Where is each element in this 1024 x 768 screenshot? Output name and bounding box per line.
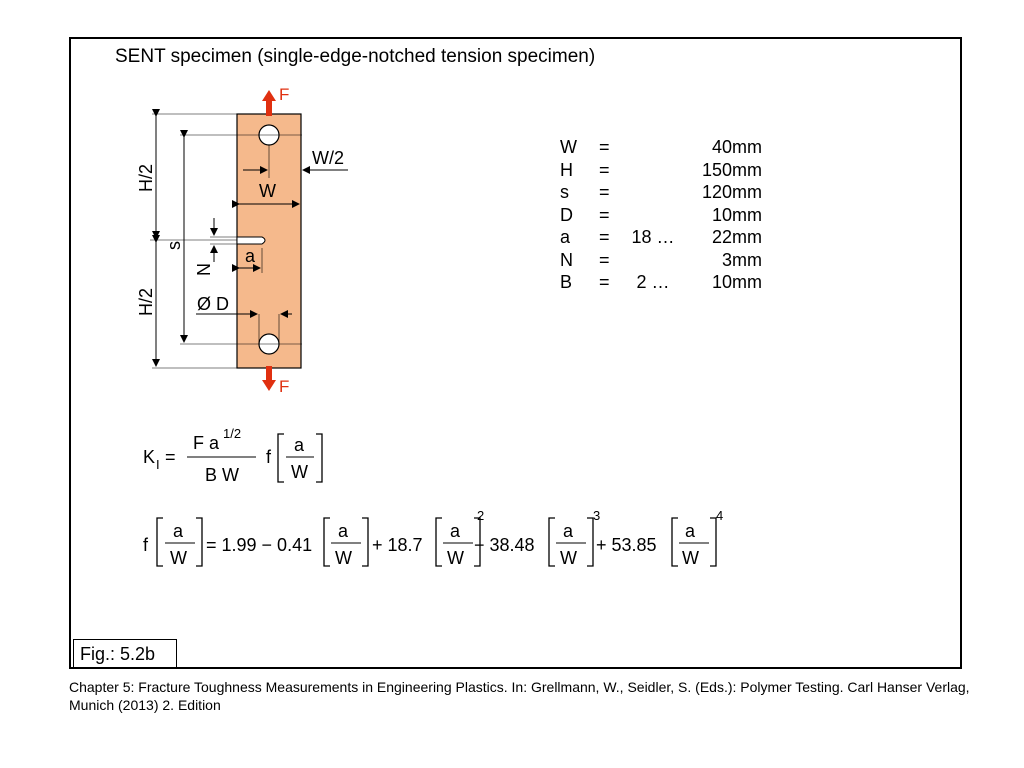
param-symbol: s	[560, 182, 569, 202]
label-n: N	[194, 263, 214, 276]
eq2-frac-den: W	[447, 548, 464, 568]
force-arrow-bottom	[262, 366, 276, 391]
label-h2-bottom: H/2	[136, 288, 156, 316]
param-value: 120	[701, 182, 732, 202]
eq2-bracket-left	[671, 517, 678, 567]
eq2-frac-num: a	[173, 521, 184, 541]
param-value: 10	[711, 204, 732, 225]
eq2-bracket-left	[323, 517, 330, 567]
eq2-bracket-right	[474, 517, 481, 567]
param-unit: mm	[732, 272, 762, 292]
param-unit: mm	[732, 137, 762, 157]
param-value: 40	[711, 137, 732, 157]
eq2-frac-num: a	[450, 521, 461, 541]
param-symbol: a	[560, 227, 571, 247]
force-label-bottom: F	[279, 377, 289, 396]
param-equals: =	[599, 227, 610, 247]
eq2-bracket-right	[196, 517, 203, 567]
eq1-equals: =	[165, 447, 176, 467]
label-d: Ø D	[197, 294, 229, 314]
eq1-frac-num: a	[294, 435, 305, 455]
eq1-frac-den: W	[291, 462, 308, 482]
stress-intensity-equation: K I = F a 1/2 B W f a W	[143, 426, 323, 485]
eq2-bracket-left	[156, 517, 163, 567]
param-unit: mm	[732, 227, 762, 247]
eq2-frac-den: W	[335, 548, 352, 568]
eq2-term3: + 53.85	[596, 535, 657, 555]
param-equals: =	[599, 249, 610, 270]
slide-frame	[69, 37, 962, 669]
param-unit: mm	[732, 159, 762, 180]
slide-title: SENT specimen (single-edge-notched tensi…	[115, 46, 596, 67]
force-arrow-top	[262, 90, 276, 116]
eq2-exponent: 2	[477, 508, 484, 523]
eq2-frac-den: W	[682, 548, 699, 568]
param-value: 22	[711, 227, 732, 247]
source-caption: Chapter 5: Fracture Toughness Measuremen…	[69, 679, 970, 713]
label-w2: W/2	[312, 148, 344, 168]
param-value: 3	[721, 249, 732, 270]
param-symbol: B	[560, 272, 573, 292]
eq1-numerator: F a	[193, 433, 220, 453]
eq2-frac-num: a	[338, 521, 349, 541]
eq2-frac-num: a	[685, 521, 696, 541]
eq2-term2: − 38.48	[474, 535, 535, 555]
label-w: W	[259, 181, 276, 201]
param-value: 150	[701, 159, 732, 180]
eq2-term1: + 18.7	[372, 535, 423, 555]
param-equals: =	[599, 182, 610, 202]
param-equals: =	[599, 137, 610, 157]
eq1-numerator-sup: 1/2	[223, 426, 241, 441]
figure-label: Fig.: 5.2b	[73, 639, 177, 668]
label-s: s	[164, 241, 184, 250]
eq2-bracket-right	[587, 517, 594, 567]
label-h2-top: H/2	[136, 164, 156, 192]
eq2-frac-den: W	[560, 548, 577, 568]
param-unit: mm	[732, 182, 762, 202]
param-equals: =	[599, 159, 610, 180]
eq2-frac-num: a	[563, 521, 574, 541]
eq1-lhs-sub: I	[156, 457, 160, 472]
param-unit: mm	[732, 204, 762, 225]
eq2-bracket-left	[548, 517, 555, 567]
param-symbol: D	[560, 204, 573, 225]
param-unit: mm	[732, 249, 762, 270]
param-value: 10	[711, 272, 732, 292]
eq2-frac-den: W	[170, 548, 187, 568]
eq2-bracket-right	[362, 517, 369, 567]
param-equals: =	[599, 272, 610, 292]
eq1-func: f	[266, 447, 272, 467]
param-symbol: H	[560, 159, 573, 180]
eq2-bracket-left	[435, 517, 442, 567]
eq2-term0: = 1.99 − 0.41	[206, 535, 312, 555]
eq2-exponent: 3	[593, 508, 600, 523]
eq1-denominator: B W	[205, 465, 239, 485]
eq1-bracket-left	[277, 433, 284, 483]
geometry-function-equation: f a W = 1.99 − 0.41 a W + 18.7 a W 2 − 3…	[143, 508, 723, 568]
eq1-lhs: K	[143, 447, 155, 467]
param-range: 2 …	[636, 272, 670, 292]
notch	[236, 236, 266, 245]
label-a: a	[245, 246, 256, 266]
param-symbol: N	[560, 249, 573, 270]
param-range: 18 …	[631, 227, 675, 247]
force-label-top: F	[279, 85, 289, 104]
eq1-bracket-right	[316, 433, 323, 483]
eq2-bracket-right	[710, 517, 717, 567]
param-equals: =	[599, 204, 610, 225]
eq2-func: f	[143, 535, 149, 555]
eq2-exponent: 4	[716, 508, 723, 523]
param-symbol: W	[560, 137, 577, 157]
